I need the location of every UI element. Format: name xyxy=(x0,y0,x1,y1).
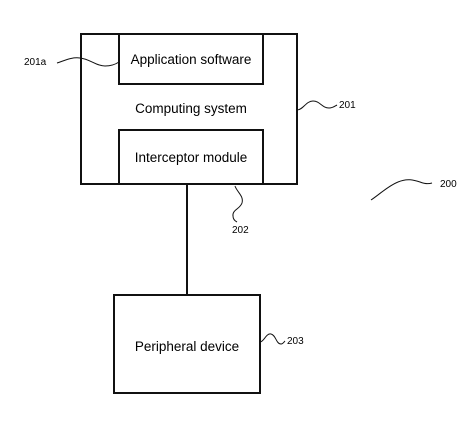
leader-line-202 xyxy=(232,185,243,223)
ref-label-203: 203 xyxy=(287,336,304,347)
leader-line-203 xyxy=(259,333,286,345)
computing-system-label: Computing system xyxy=(135,101,247,116)
application-software-box xyxy=(118,33,264,85)
ref-label-202: 202 xyxy=(232,225,249,236)
ref-label-201: 201 xyxy=(339,100,356,111)
ref-label-201a: 201a xyxy=(24,57,47,68)
figure-ref-label-200: 200 xyxy=(440,179,457,190)
leader-line-200 xyxy=(370,179,433,201)
peripheral-device-box xyxy=(113,294,261,394)
peripheral-device-label: Peripheral device xyxy=(135,339,239,354)
leader-line-201a xyxy=(56,57,120,67)
leader-line-201 xyxy=(296,100,338,111)
application-software-label: Application software xyxy=(131,52,252,67)
interceptor-module-box xyxy=(118,129,264,185)
interceptor-module-label: Interceptor module xyxy=(135,150,248,165)
